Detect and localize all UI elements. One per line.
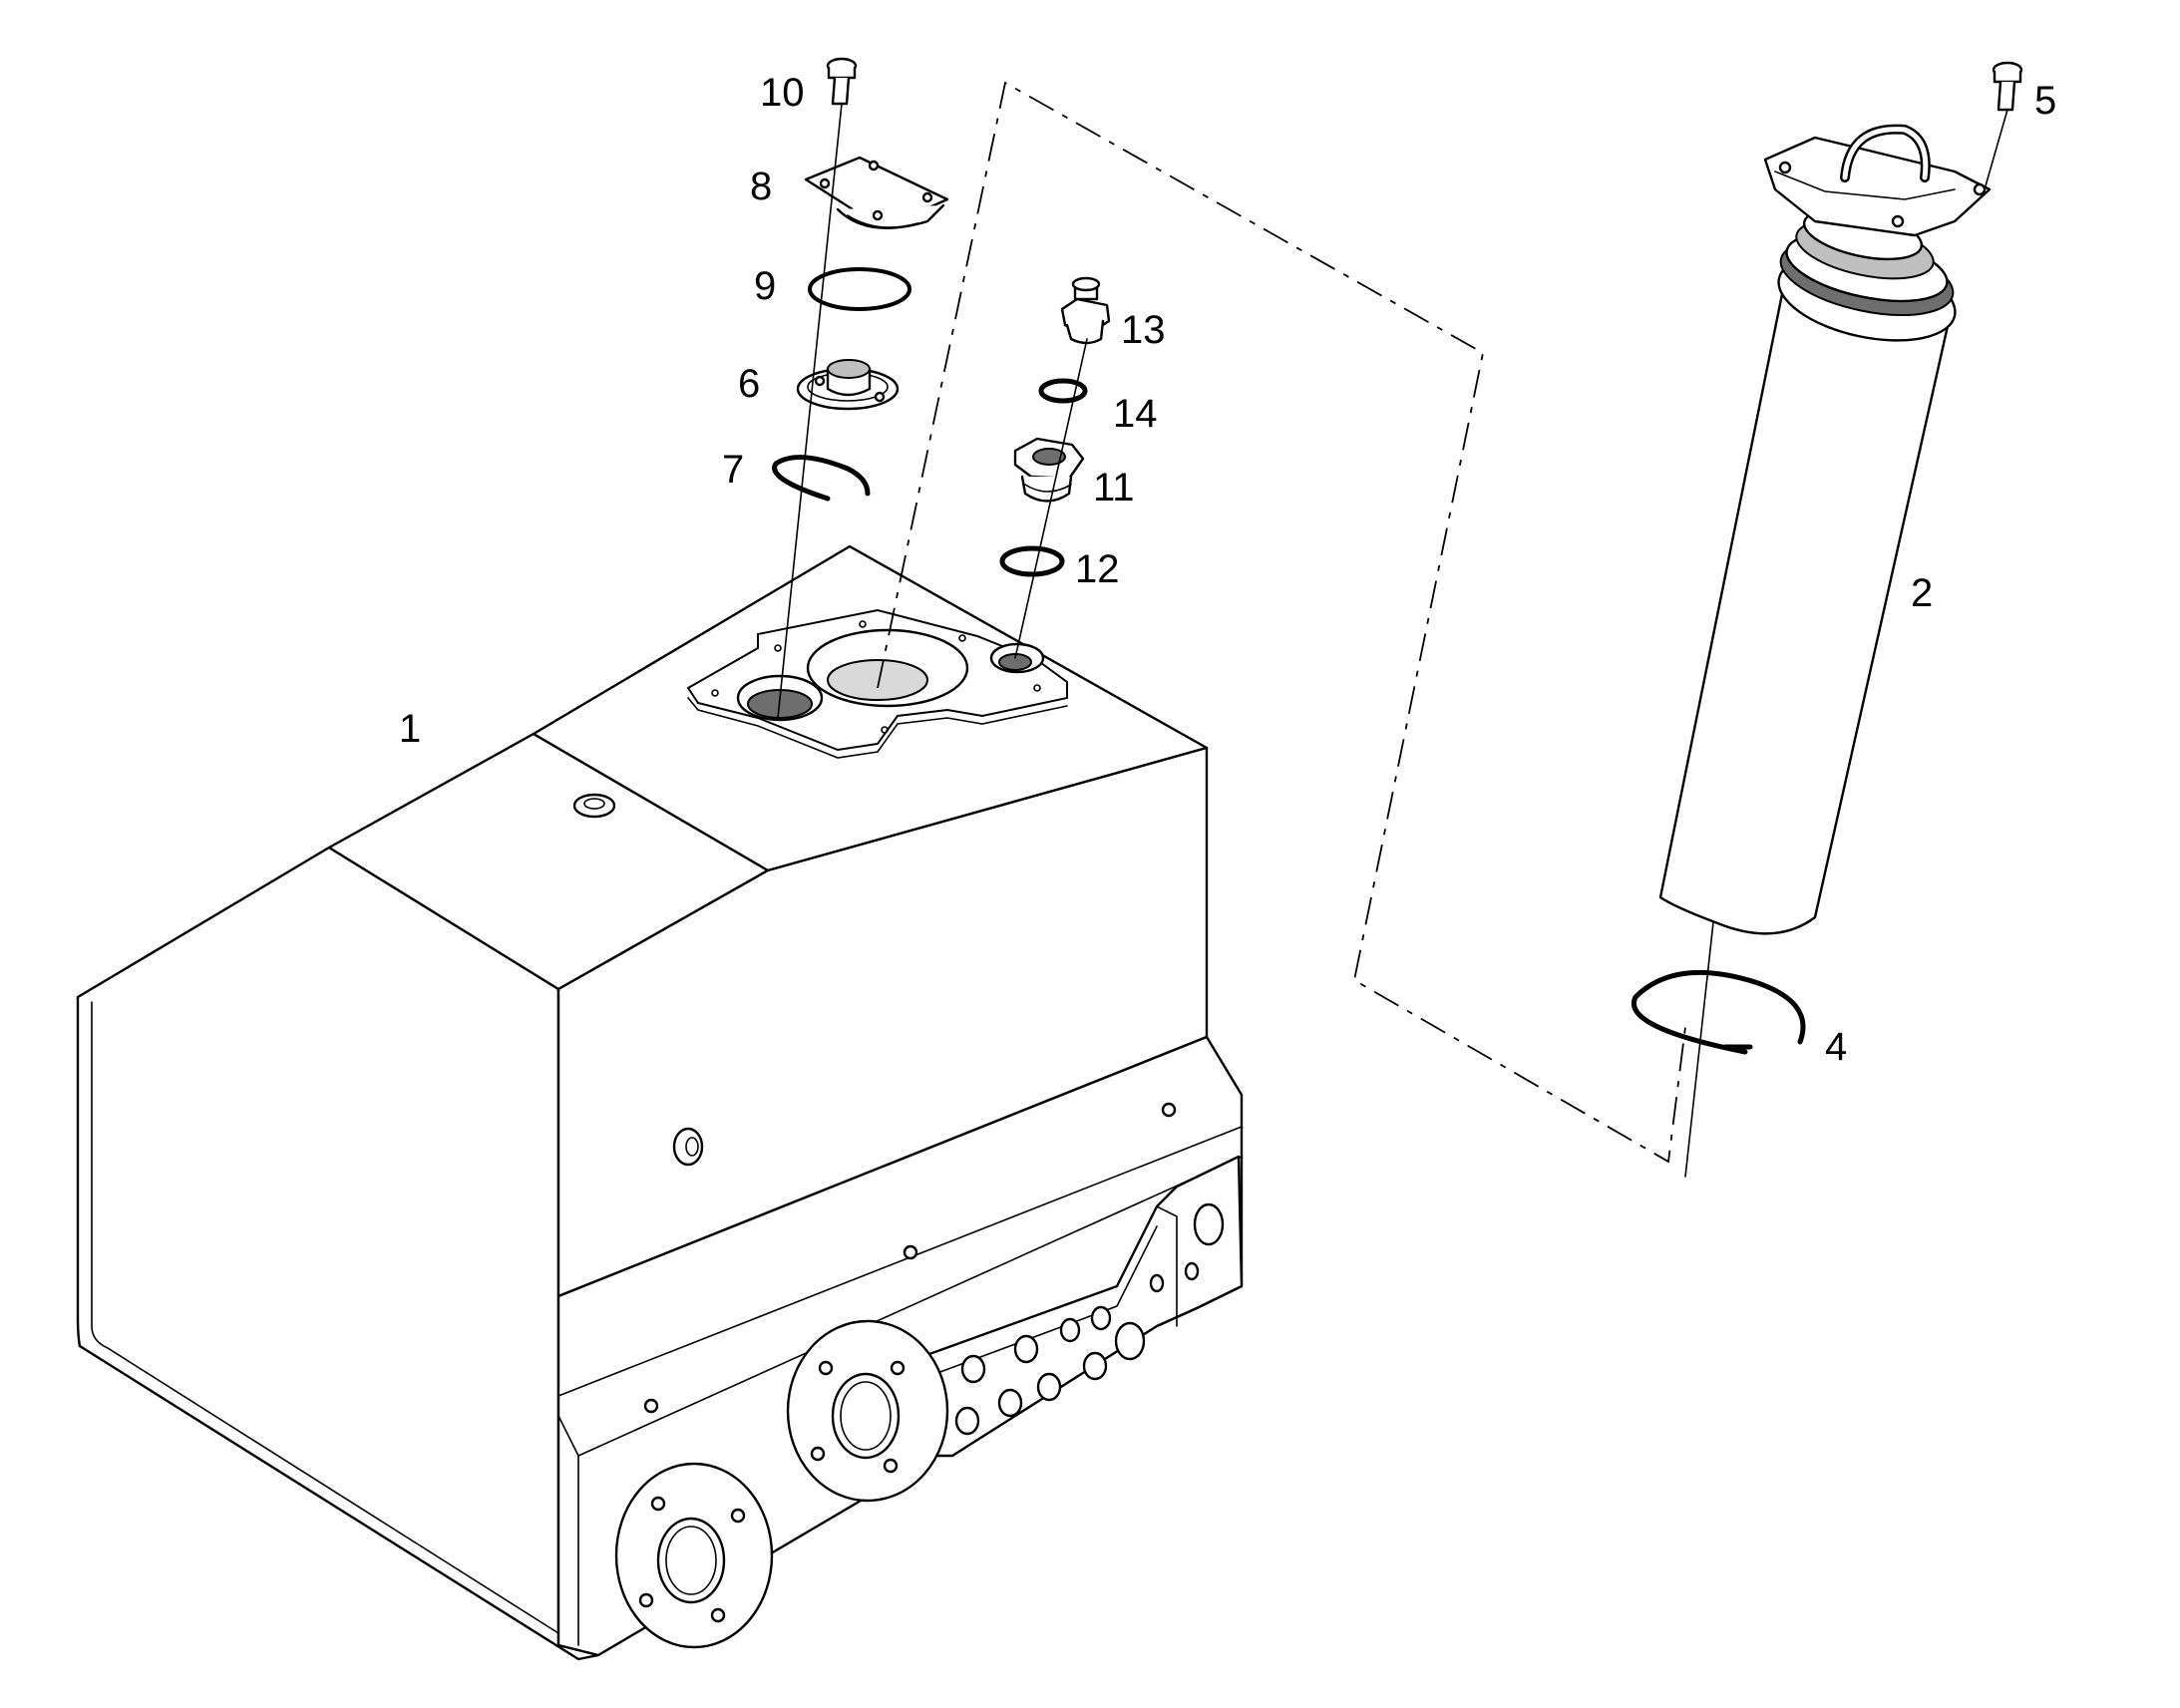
- callout-2: 2: [1911, 571, 1933, 615]
- assembly-centerlines: [777, 81, 2008, 1178]
- o-ring-9: [808, 267, 911, 311]
- snap-ring-4: [1632, 969, 1806, 1055]
- callout-11: 11: [1093, 466, 1135, 510]
- callout-9: 9: [754, 264, 776, 308]
- valve-6: [796, 359, 900, 411]
- callout-14: 14: [1113, 392, 1158, 436]
- o-ring-12: [999, 545, 1065, 577]
- hydraulic-tank: [76, 544, 1244, 1661]
- filter-canister: [1658, 277, 1952, 935]
- port-flange-1: [786, 1319, 949, 1503]
- cover-plate-8: [804, 156, 949, 229]
- port-flange-2: [614, 1462, 774, 1649]
- callout-4: 4: [1825, 1025, 1847, 1069]
- callout-13: 13: [1121, 308, 1166, 352]
- callout-5: 5: [2034, 79, 2056, 123]
- side-boss: [672, 1127, 704, 1167]
- snap-ring-7: [772, 455, 871, 502]
- adapter-11: [1013, 437, 1085, 503]
- callout-10: 10: [760, 71, 805, 115]
- top-boss: [572, 793, 616, 819]
- callout-7: 7: [722, 448, 744, 492]
- filter-insertion-path: [877, 81, 1686, 1164]
- bolt-10: [826, 57, 858, 106]
- plug-13: [1060, 276, 1111, 345]
- callout-labels: 1 2 4 5 6 7 8 9 10 11 12 13 14: [399, 71, 2056, 1069]
- o-ring-14: [1038, 378, 1088, 404]
- tank-front-upper: [556, 746, 1209, 1298]
- filter-cover: [1763, 136, 1992, 237]
- callout-1: 1: [399, 707, 421, 751]
- callout-8: 8: [750, 165, 772, 208]
- filter-element: [1658, 124, 1992, 935]
- bolt-5: [1992, 61, 2023, 112]
- tank-left-panel: [76, 846, 600, 1661]
- callout-12: 12: [1075, 547, 1120, 591]
- callout-6: 6: [738, 362, 760, 406]
- port-manifold-block: [927, 1155, 1244, 1458]
